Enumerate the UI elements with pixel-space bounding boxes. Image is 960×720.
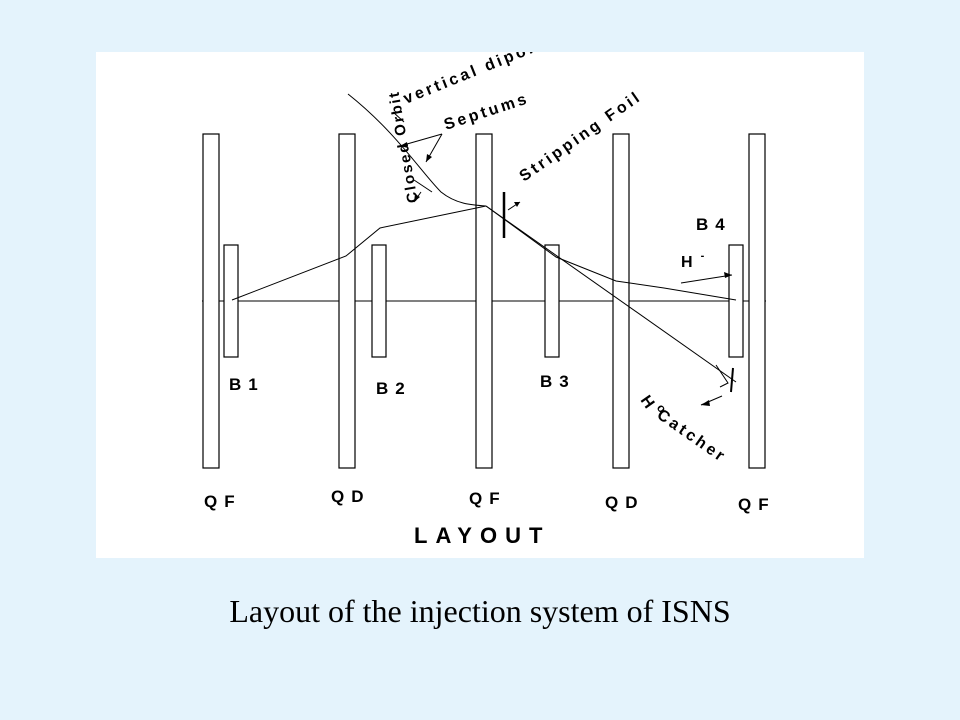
septum-marker-2 (392, 111, 405, 123)
quadrupole-qf-1 (202, 133, 220, 469)
catcher-label: Catcher (654, 406, 730, 466)
quadrupole-qd-1 (338, 133, 356, 469)
catcher-bracket (715, 364, 729, 388)
bending-magnet-b4 (728, 244, 744, 358)
catcher-plate (730, 367, 734, 393)
closed-orbit-label: Closed Orbit (385, 89, 422, 204)
bending-magnet-b3 (544, 244, 560, 358)
diagram-panel: QF QD QF QD QF B1 B2 B3 B4 H- vertical d… (96, 52, 864, 558)
injection-layout-diagram: QF QD QF QD QF B1 B2 B3 B4 H- vertical d… (202, 52, 776, 548)
h-zero-beam-line (485, 205, 737, 383)
h-minus-label: H- (681, 250, 705, 271)
foil-arrowhead (514, 202, 520, 207)
qf-1-label: QF (204, 492, 242, 511)
b3-label: B3 (540, 372, 576, 391)
septum-arrowhead-1 (426, 154, 432, 162)
closed-orbit-beam-line (231, 205, 487, 301)
qf-3-label: QF (738, 495, 776, 514)
closed-orbit-arrowhead (414, 194, 420, 202)
qd-1-label: QD (331, 487, 371, 506)
qd-2-label: QD (605, 493, 645, 512)
injection-trajectory-line (347, 93, 487, 207)
bending-magnet-b2 (371, 244, 387, 358)
quadrupole-qf-2 (475, 133, 493, 469)
septum-marker-1 (413, 179, 433, 193)
slide-caption: Layout of the injection system of ISNS (229, 593, 731, 629)
quadrupole-qf-3 (748, 133, 766, 469)
layout-heading: LAYOUT (414, 523, 550, 548)
b4-label: B4 (696, 215, 732, 234)
bending-magnet-b1 (223, 244, 239, 358)
b2-label: B2 (376, 379, 412, 398)
septum-arrowhead-2 (400, 142, 408, 148)
h-minus-beam-line (485, 205, 737, 301)
septums-label: Septums (442, 90, 531, 134)
qf-2-label: QF (469, 489, 507, 508)
h-minus-arrowhead (724, 272, 732, 278)
b1-label: B1 (229, 375, 265, 394)
h-minus-arrow (680, 274, 733, 284)
h-zero-arrowhead (701, 400, 710, 406)
